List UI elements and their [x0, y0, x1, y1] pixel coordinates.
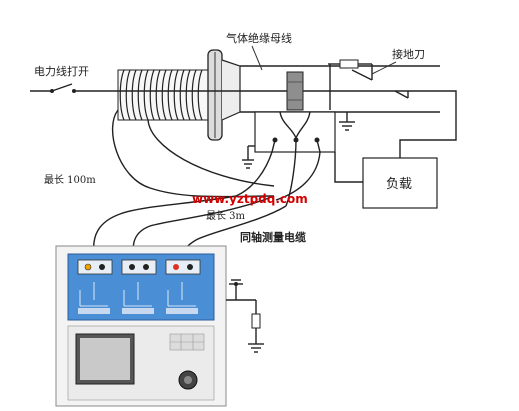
website-label: www.yztpdq.com	[192, 192, 308, 206]
power-line-open-label: 电力线打开	[34, 64, 89, 78]
instrument	[55, 245, 227, 407]
coax-cable-label: 同轴测量电缆	[240, 230, 306, 244]
bushing-coil	[117, 49, 241, 141]
ground-icon	[242, 145, 255, 169]
sensor-box	[254, 111, 336, 153]
max-length-100m-label: 最长 100m	[44, 174, 96, 186]
load-box	[334, 90, 457, 209]
ground-icon	[226, 279, 264, 353]
max-length-3m-label: 最长 3m	[206, 210, 246, 222]
ground-switch-label: 接地刀	[392, 48, 425, 61]
ground-switch	[328, 59, 373, 110]
power-line-switch	[30, 83, 118, 93]
insulator	[286, 71, 304, 111]
ground-icon	[339, 112, 355, 131]
load-label: 负载	[386, 177, 412, 192]
gis-busbar-label: 气体绝缘母线	[226, 31, 292, 45]
